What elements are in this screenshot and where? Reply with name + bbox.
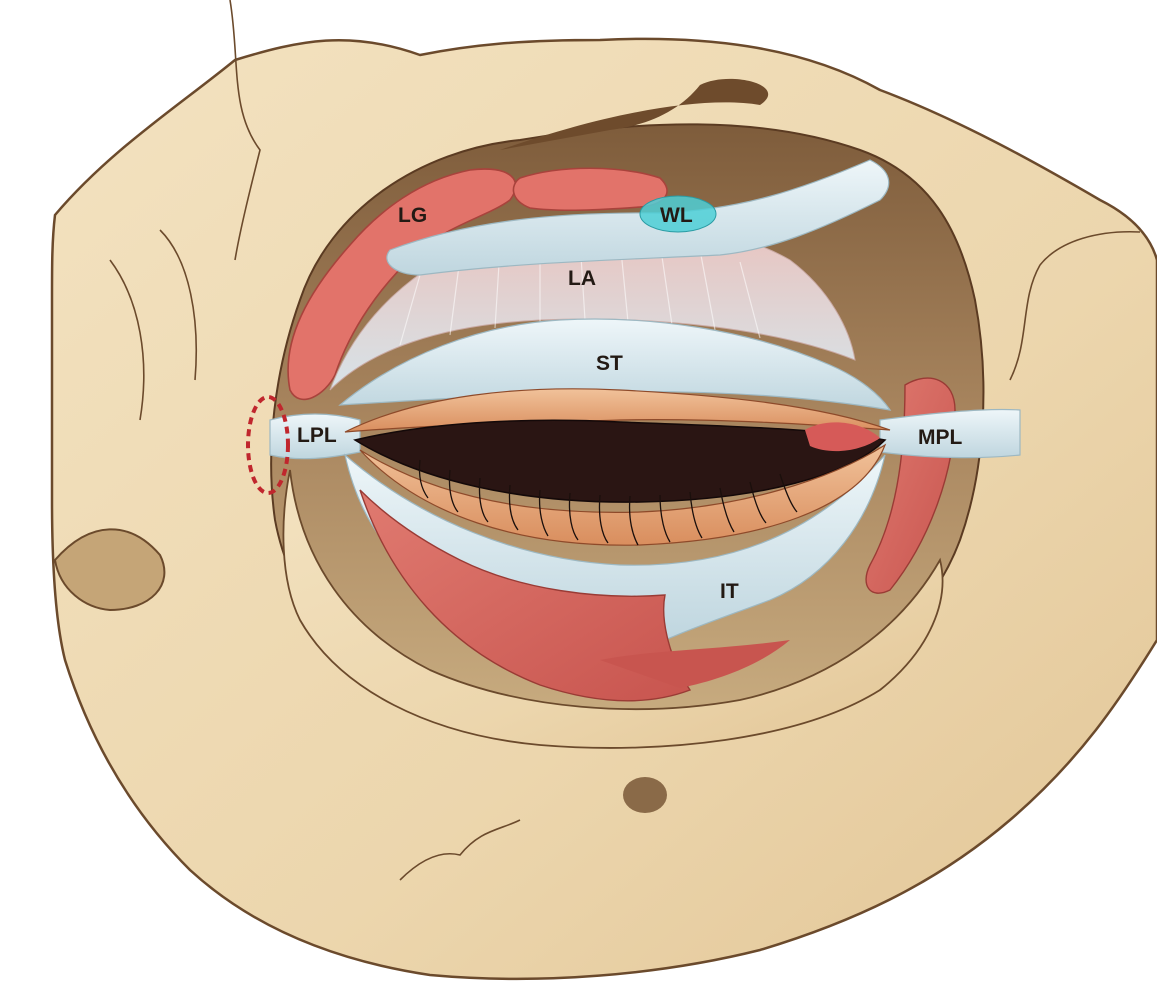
label-lpl: LPL	[297, 424, 337, 447]
label-wl: WL	[660, 204, 693, 227]
label-st: ST	[596, 352, 623, 375]
label-la: LA	[568, 267, 596, 290]
lower-eyelid	[359, 443, 887, 546]
suture-lines	[109, 0, 1141, 881]
eyelashes	[418, 459, 798, 546]
inferior-muscle-tail	[600, 640, 790, 688]
orbital-floor	[282, 469, 944, 749]
label-lg: LG	[398, 204, 427, 227]
lateral-canthal-marker	[246, 395, 290, 495]
whitnall-ligament	[386, 159, 890, 276]
whitnall-highlight	[639, 195, 717, 233]
orbital-roof	[500, 78, 769, 150]
label-it: IT	[720, 580, 739, 603]
caruncle	[805, 422, 880, 452]
label-mpl: MPL	[918, 426, 963, 449]
palpebral-fissure	[353, 419, 887, 503]
medial-palpebral-ligament	[879, 408, 1021, 459]
lacrimal-gland-palpebral	[512, 167, 668, 212]
infraorbital-foramen	[623, 777, 667, 813]
lateral-palpebral-ligament	[269, 413, 361, 460]
zygomatic-shadow	[53, 528, 166, 612]
